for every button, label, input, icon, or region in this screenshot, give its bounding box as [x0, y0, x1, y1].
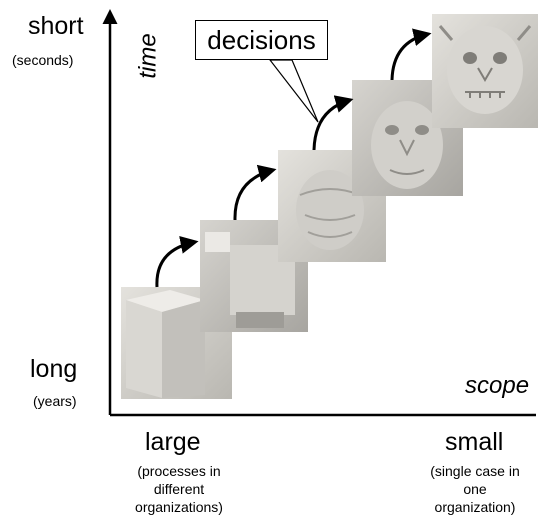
stage-shaped-face-image [278, 150, 386, 262]
y-axis-bottom-sublabel: (years) [33, 393, 77, 409]
x-axis-label: scope [465, 372, 530, 399]
y-axis-top-label: short [28, 12, 84, 40]
y-axis-top-sublabel: (seconds) [12, 52, 74, 68]
decisions-callout: decisions [195, 20, 328, 60]
x-axis-right-sublabel: (single case in one organization) [412, 462, 538, 516]
x-axis-right-sublabel-line: organization) [434, 499, 516, 515]
y-axis-label: time [134, 33, 162, 79]
x-axis-left-sublabel-line: organizations) [135, 499, 223, 515]
x-axis-left-sublabel-line: (processes in [137, 463, 221, 479]
decision-arrow [390, 28, 432, 81]
x-axis-right-sublabel-line: one [463, 481, 487, 497]
x-axis-left-label: large [145, 428, 201, 456]
stage-rough-cut-image [200, 220, 308, 332]
stage-finished-gargoyle-image [432, 14, 538, 128]
x-axis-left-sublabel-line: different [153, 481, 205, 497]
x-axis-right-sublabel-line: (single case in [430, 463, 520, 479]
y-axis-bottom-label: long [30, 355, 78, 383]
x-axis-left-sublabel: (processes in different organizations) [116, 462, 242, 516]
decision-arrow [312, 95, 354, 151]
decision-arrow [233, 164, 277, 221]
decision-arrow [155, 236, 199, 288]
x-axis-right-label: small [445, 428, 504, 456]
decisions-callout-pointer [268, 59, 319, 123]
